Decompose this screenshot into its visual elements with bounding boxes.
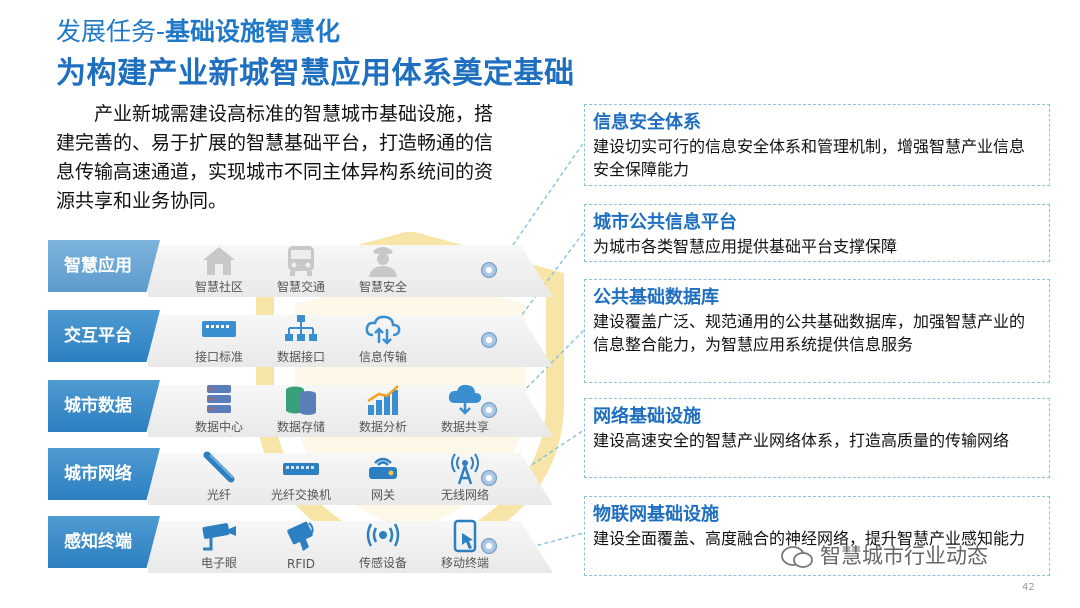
item-info-transfer: 信息传输: [342, 313, 424, 365]
connector-dot: [481, 402, 497, 418]
item-gateway: 网关: [342, 451, 424, 503]
title-line-1: 发展任务-基础设施智慧化: [56, 12, 340, 48]
item-label: 数据分析: [358, 420, 407, 434]
box-body: 建设覆盖广泛、规范通用的公共基础数据库，加强智慧产业的信息整合能力，为智慧应用系…: [593, 312, 1026, 354]
layer-items: 电子眼 RFID 传感设备 移动终端: [178, 519, 508, 571]
layer-items: 智慧社区 智慧交通 智慧安全: [178, 243, 508, 295]
cloud-download-icon: [448, 384, 482, 415]
box-info-security: 信息安全体系 建设切实可行的信息安全体系和管理机制，增强智慧产业信息安全保障能力: [584, 104, 1050, 186]
page-title: 为构建产业新城智慧应用体系奠定基础: [56, 56, 575, 91]
box-public-info-platform: 城市公共信息平台 为城市各类智慧应用提供基础平台支撑保障: [584, 204, 1050, 262]
bus-icon: [288, 246, 314, 276]
layer-tab: 城市数据: [48, 380, 160, 432]
item-data-sharing: 数据共享: [424, 383, 506, 435]
item-rfid: RFID: [260, 519, 342, 571]
box-title: 信息安全体系: [593, 112, 701, 133]
layer-items: 数据中心 数据存储 数据分析 数据共享: [178, 383, 508, 435]
item-label: 数据共享: [440, 420, 489, 434]
bar-chart-icon: [367, 385, 399, 415]
box-body: 为城市各类智慧应用提供基础平台支撑保障: [593, 237, 898, 256]
switch-icon: [283, 463, 319, 475]
layer-items: 光纤 光纤交换机 网关 无线网络: [178, 451, 508, 503]
connector-dot: [481, 538, 497, 554]
item-label: 网关: [370, 488, 395, 502]
item-label: 传感设备: [358, 556, 407, 570]
item-label: 接口标准: [194, 350, 243, 364]
house-icon: [203, 247, 235, 275]
item-data-storage: 数据存储: [260, 383, 342, 435]
item-fiber: 光纤: [178, 451, 260, 503]
connector-dot: [481, 470, 497, 486]
layer-city-data: 城市数据 数据中心 数据存储 数据分析 数据共享: [48, 380, 553, 438]
layer-items: 接口标准 数据接口 信息传输: [178, 313, 508, 365]
wechat-watermark: 智慧城市行业动态: [780, 540, 988, 570]
box-title: 物联网基础设施: [593, 504, 719, 525]
sensor-icon: [366, 523, 400, 547]
item-label: RFID: [286, 557, 316, 571]
router-icon: [369, 457, 397, 479]
box-title: 城市公共信息平台: [593, 212, 737, 233]
mobile-touch-icon: [453, 519, 477, 553]
layer-tab: 交互平台: [48, 310, 160, 362]
item-label: 光纤交换机: [270, 488, 331, 502]
title-bold: 基础设施智慧化: [165, 17, 341, 46]
item-data-analysis: 数据分析: [342, 383, 424, 435]
item-smart-traffic: 智慧交通: [260, 243, 342, 295]
connector-dot: [481, 332, 497, 348]
cloud-transfer-icon: [365, 315, 401, 345]
box-iot-infra: 物联网基础设施 建设全面覆盖、高度融合的神经网络，提升智慧产业感知能力: [584, 496, 1050, 576]
item-smart-community: 智慧社区: [178, 243, 260, 295]
item-label: 智慧社区: [194, 280, 243, 294]
box-body: 建设高速安全的智慧产业网络体系，打造高质量的传输网络: [593, 431, 1010, 450]
item-wireless: 无线网络: [424, 451, 506, 503]
layer-interaction-platform: 交互平台 接口标准 数据接口 信息传输: [48, 310, 553, 368]
box-body: 建设切实可行的信息安全体系和管理机制，增强智慧产业信息安全保障能力: [593, 137, 1026, 179]
item-label: 智慧安全: [358, 280, 407, 294]
wechat-icon: [780, 545, 814, 569]
connector-panel-icon: [202, 321, 236, 337]
layer-tab: 智慧应用: [48, 240, 160, 292]
box-title: 网络基础设施: [593, 406, 701, 427]
item-data-center: 数据中心: [178, 383, 260, 435]
item-label: 数据接口: [276, 350, 325, 364]
camera-icon: [202, 523, 236, 551]
server-stack-icon: [207, 385, 231, 413]
item-label: 智慧交通: [276, 280, 325, 294]
page-number: 42: [1022, 582, 1035, 593]
database-icon: [286, 386, 316, 415]
item-label: 移动终端: [440, 556, 489, 570]
wechat-label: 智慧城市行业动态: [820, 544, 988, 568]
intro-text: 产业新城需建设高标准的智慧城市基础设施，搭建完善的、易于扩展的智慧基础平台，打造…: [56, 103, 494, 212]
title-prefix: 发展任务-: [56, 17, 166, 46]
box-title: 公共基础数据库: [593, 287, 719, 308]
layer-tab: 感知终端: [48, 516, 160, 568]
rfid-card-icon: [287, 521, 314, 551]
fiber-cable-icon: [203, 451, 235, 483]
item-label: 电子眼: [200, 556, 237, 570]
network-tree-icon: [285, 315, 317, 341]
item-smart-security: 智慧安全: [342, 243, 424, 295]
item-sensor: 传感设备: [342, 519, 424, 571]
item-label: 无线网络: [440, 488, 489, 502]
item-fiber-switch: 光纤交换机: [260, 451, 342, 503]
item-e-eye: 电子眼: [178, 519, 260, 571]
item-label: 信息传输: [358, 350, 407, 364]
layer-city-network: 城市网络 光纤 光纤交换机 网关 无线网络: [48, 448, 553, 506]
box-public-database: 公共基础数据库 建设覆盖广泛、规范通用的公共基础数据库，加强智慧产业的信息整合能…: [584, 279, 1050, 383]
item-label: 数据中心: [194, 420, 243, 434]
layer-smart-application: 智慧应用 智慧社区 智慧交通 智慧安全: [48, 240, 553, 298]
police-officer-icon: [369, 247, 397, 277]
item-label: 数据存储: [276, 420, 325, 434]
item-mobile-terminal: 移动终端: [424, 519, 506, 571]
layer-sensing-terminal: 感知终端 电子眼 RFID 传感设备 移动终端: [48, 516, 553, 574]
box-body: 建设全面覆盖、高度融合的神经网络，提升智慧产业感知能力: [593, 529, 1026, 548]
intro-paragraph: 产业新城需建设高标准的智慧城市基础设施，搭建完善的、易于扩展的智慧基础平台，打造…: [56, 100, 511, 216]
item-data-interface: 数据接口: [260, 313, 342, 365]
item-label: 光纤: [206, 488, 231, 502]
antenna-icon: [451, 453, 479, 485]
connector-dot: [481, 262, 497, 278]
box-network-infra: 网络基础设施 建设高速安全的智慧产业网络体系，打造高质量的传输网络: [584, 398, 1050, 478]
layer-tab: 城市网络: [48, 448, 160, 500]
item-interface-standard: 接口标准: [178, 313, 260, 365]
